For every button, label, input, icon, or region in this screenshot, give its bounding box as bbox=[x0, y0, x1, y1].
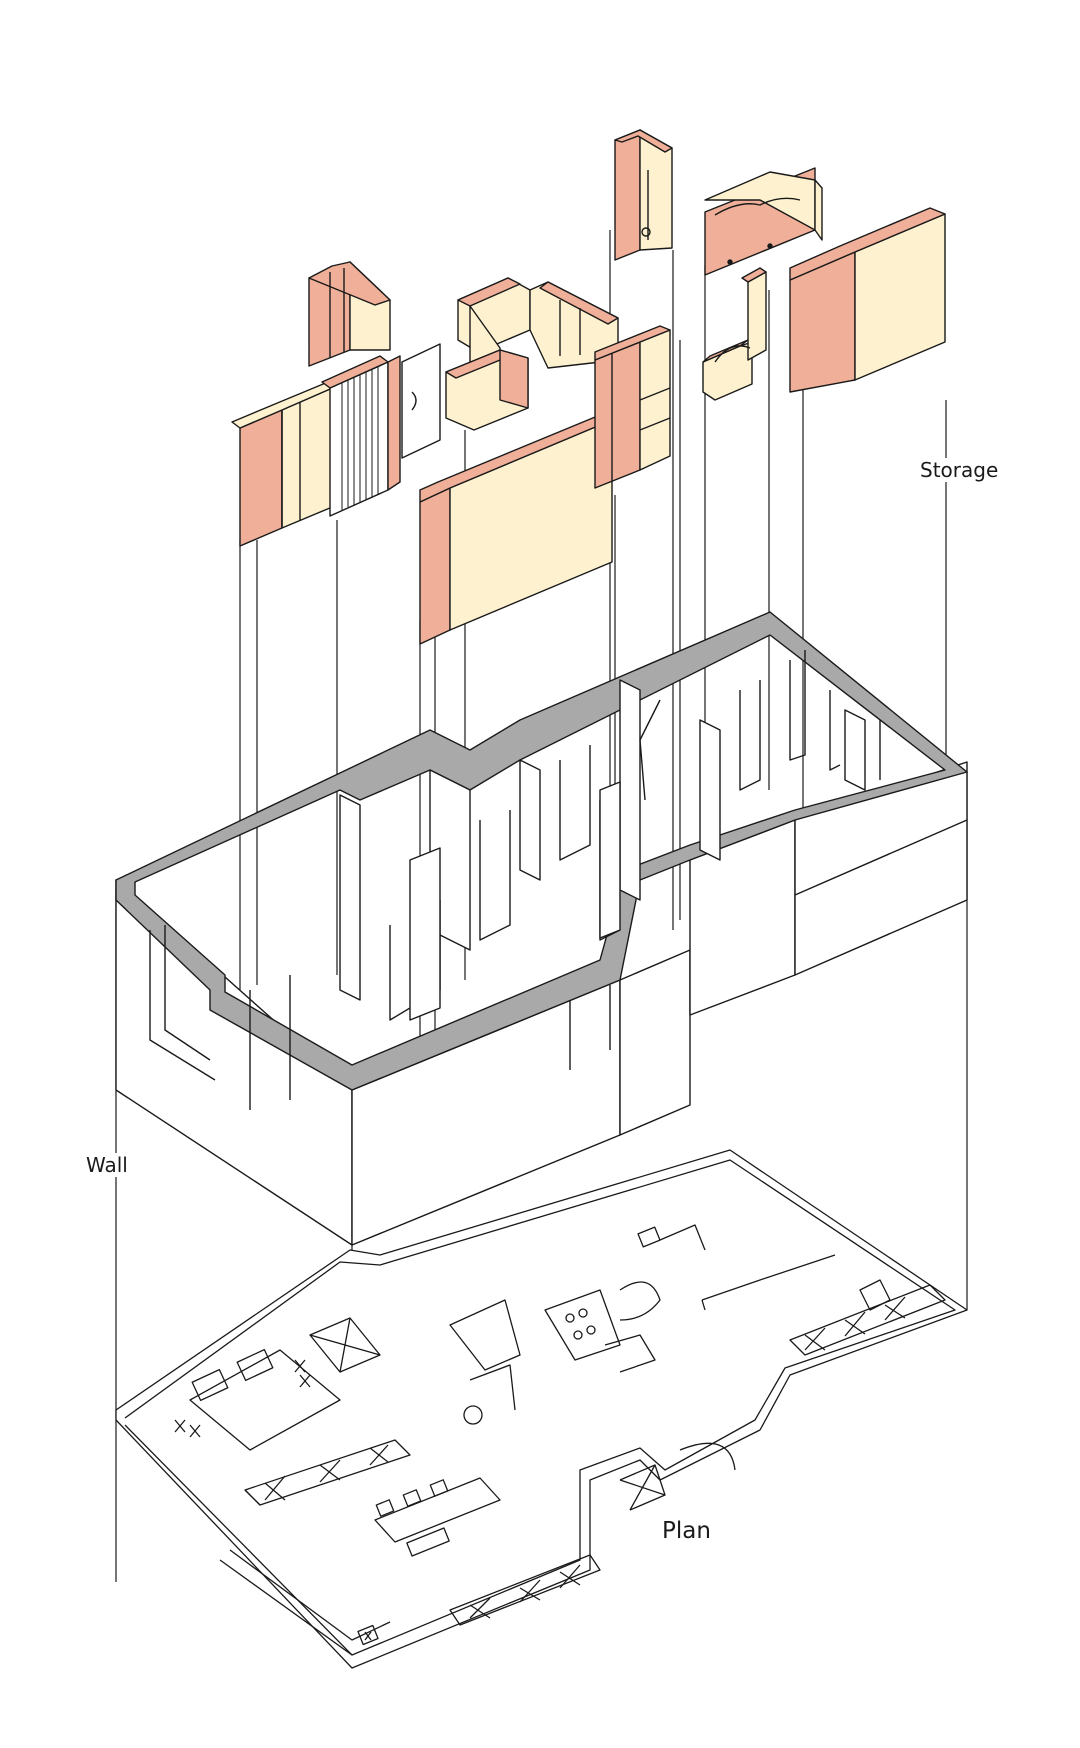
cabinet-wardrobe bbox=[308, 261, 391, 367]
cabinet-bed-storage bbox=[704, 167, 823, 276]
plan-layer bbox=[115, 1149, 968, 1669]
cabinet-side-door bbox=[401, 343, 441, 459]
cabinet-large-front bbox=[419, 414, 613, 645]
plan-label: Plan bbox=[656, 1518, 717, 1545]
wall-layer bbox=[115, 611, 968, 1246]
projection-lines bbox=[115, 230, 968, 1668]
cabinet-right-wardrobe bbox=[789, 207, 946, 393]
wall-label: Wall bbox=[80, 1153, 134, 1177]
cabinet-narrow-tall bbox=[614, 129, 673, 261]
cabinet-slatted-panel bbox=[321, 355, 401, 517]
cabinet-small-shelf bbox=[702, 267, 767, 401]
cabinet-kitchen-group bbox=[445, 277, 619, 431]
cabinet-left-tall bbox=[231, 381, 338, 547]
storage-layer bbox=[231, 129, 946, 645]
storage-label: Storage bbox=[914, 458, 1005, 482]
cabinet-tall-pantry bbox=[594, 325, 671, 489]
